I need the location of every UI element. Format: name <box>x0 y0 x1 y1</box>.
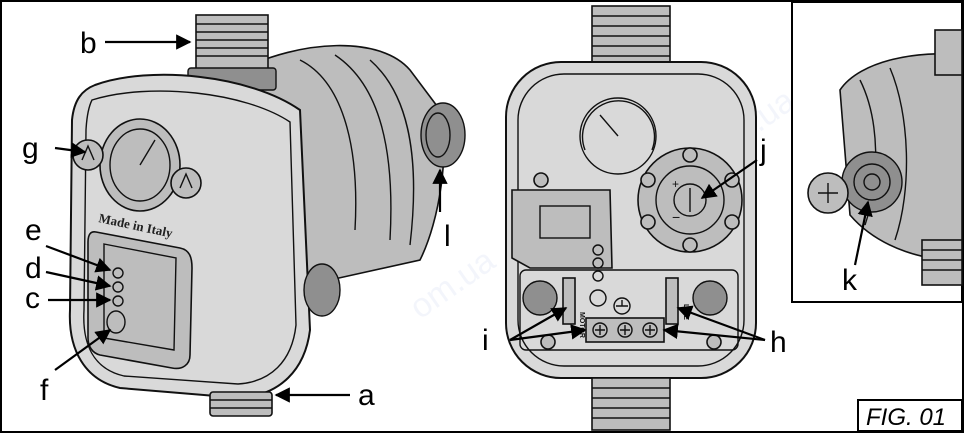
label-c: c <box>25 282 40 315</box>
callout-labels: b a g e d c f l i h j k <box>22 27 858 412</box>
label-e: e <box>25 214 42 247</box>
led-middle <box>112 281 124 293</box>
terminal-screws <box>592 322 658 338</box>
cap-right <box>170 167 202 199</box>
label-f: f <box>40 374 49 407</box>
label-g: g <box>22 132 39 165</box>
svg-text:−: − <box>672 209 680 225</box>
bottom-inlet-thread <box>209 391 273 417</box>
rear-valve <box>841 151 903 213</box>
svg-text:+: + <box>672 177 679 191</box>
label-k: k <box>842 264 858 297</box>
label-l: l <box>444 220 451 253</box>
label-h: h <box>770 326 787 359</box>
label-i: i <box>482 324 489 357</box>
reset-button <box>106 310 126 334</box>
label-a: a <box>358 379 375 412</box>
cable-gland-left <box>522 280 558 316</box>
top-outlet-thread <box>195 14 269 71</box>
dial-screws <box>640 147 740 253</box>
figure-caption: FIG. 01 <box>866 404 946 431</box>
front-bottom-thread <box>591 377 671 431</box>
led-top <box>112 267 124 279</box>
cable-gland-right <box>692 280 728 316</box>
side-cap <box>420 102 466 168</box>
electronics-board <box>511 189 613 269</box>
led-bottom <box>112 295 124 307</box>
device-front-view-open: + − MOTOR LINE <box>505 5 757 431</box>
caption-box <box>857 399 963 432</box>
terminal-area <box>519 269 739 351</box>
label-d: d <box>25 252 42 285</box>
device-perspective-view: Made in Italy <box>68 14 466 417</box>
leader-lines <box>45 34 873 403</box>
terminal-label-motor: MOTOR <box>578 312 585 338</box>
label-j: j <box>759 134 767 167</box>
label-b: b <box>80 27 97 60</box>
front-gauge <box>579 97 657 175</box>
control-panel <box>87 231 193 370</box>
